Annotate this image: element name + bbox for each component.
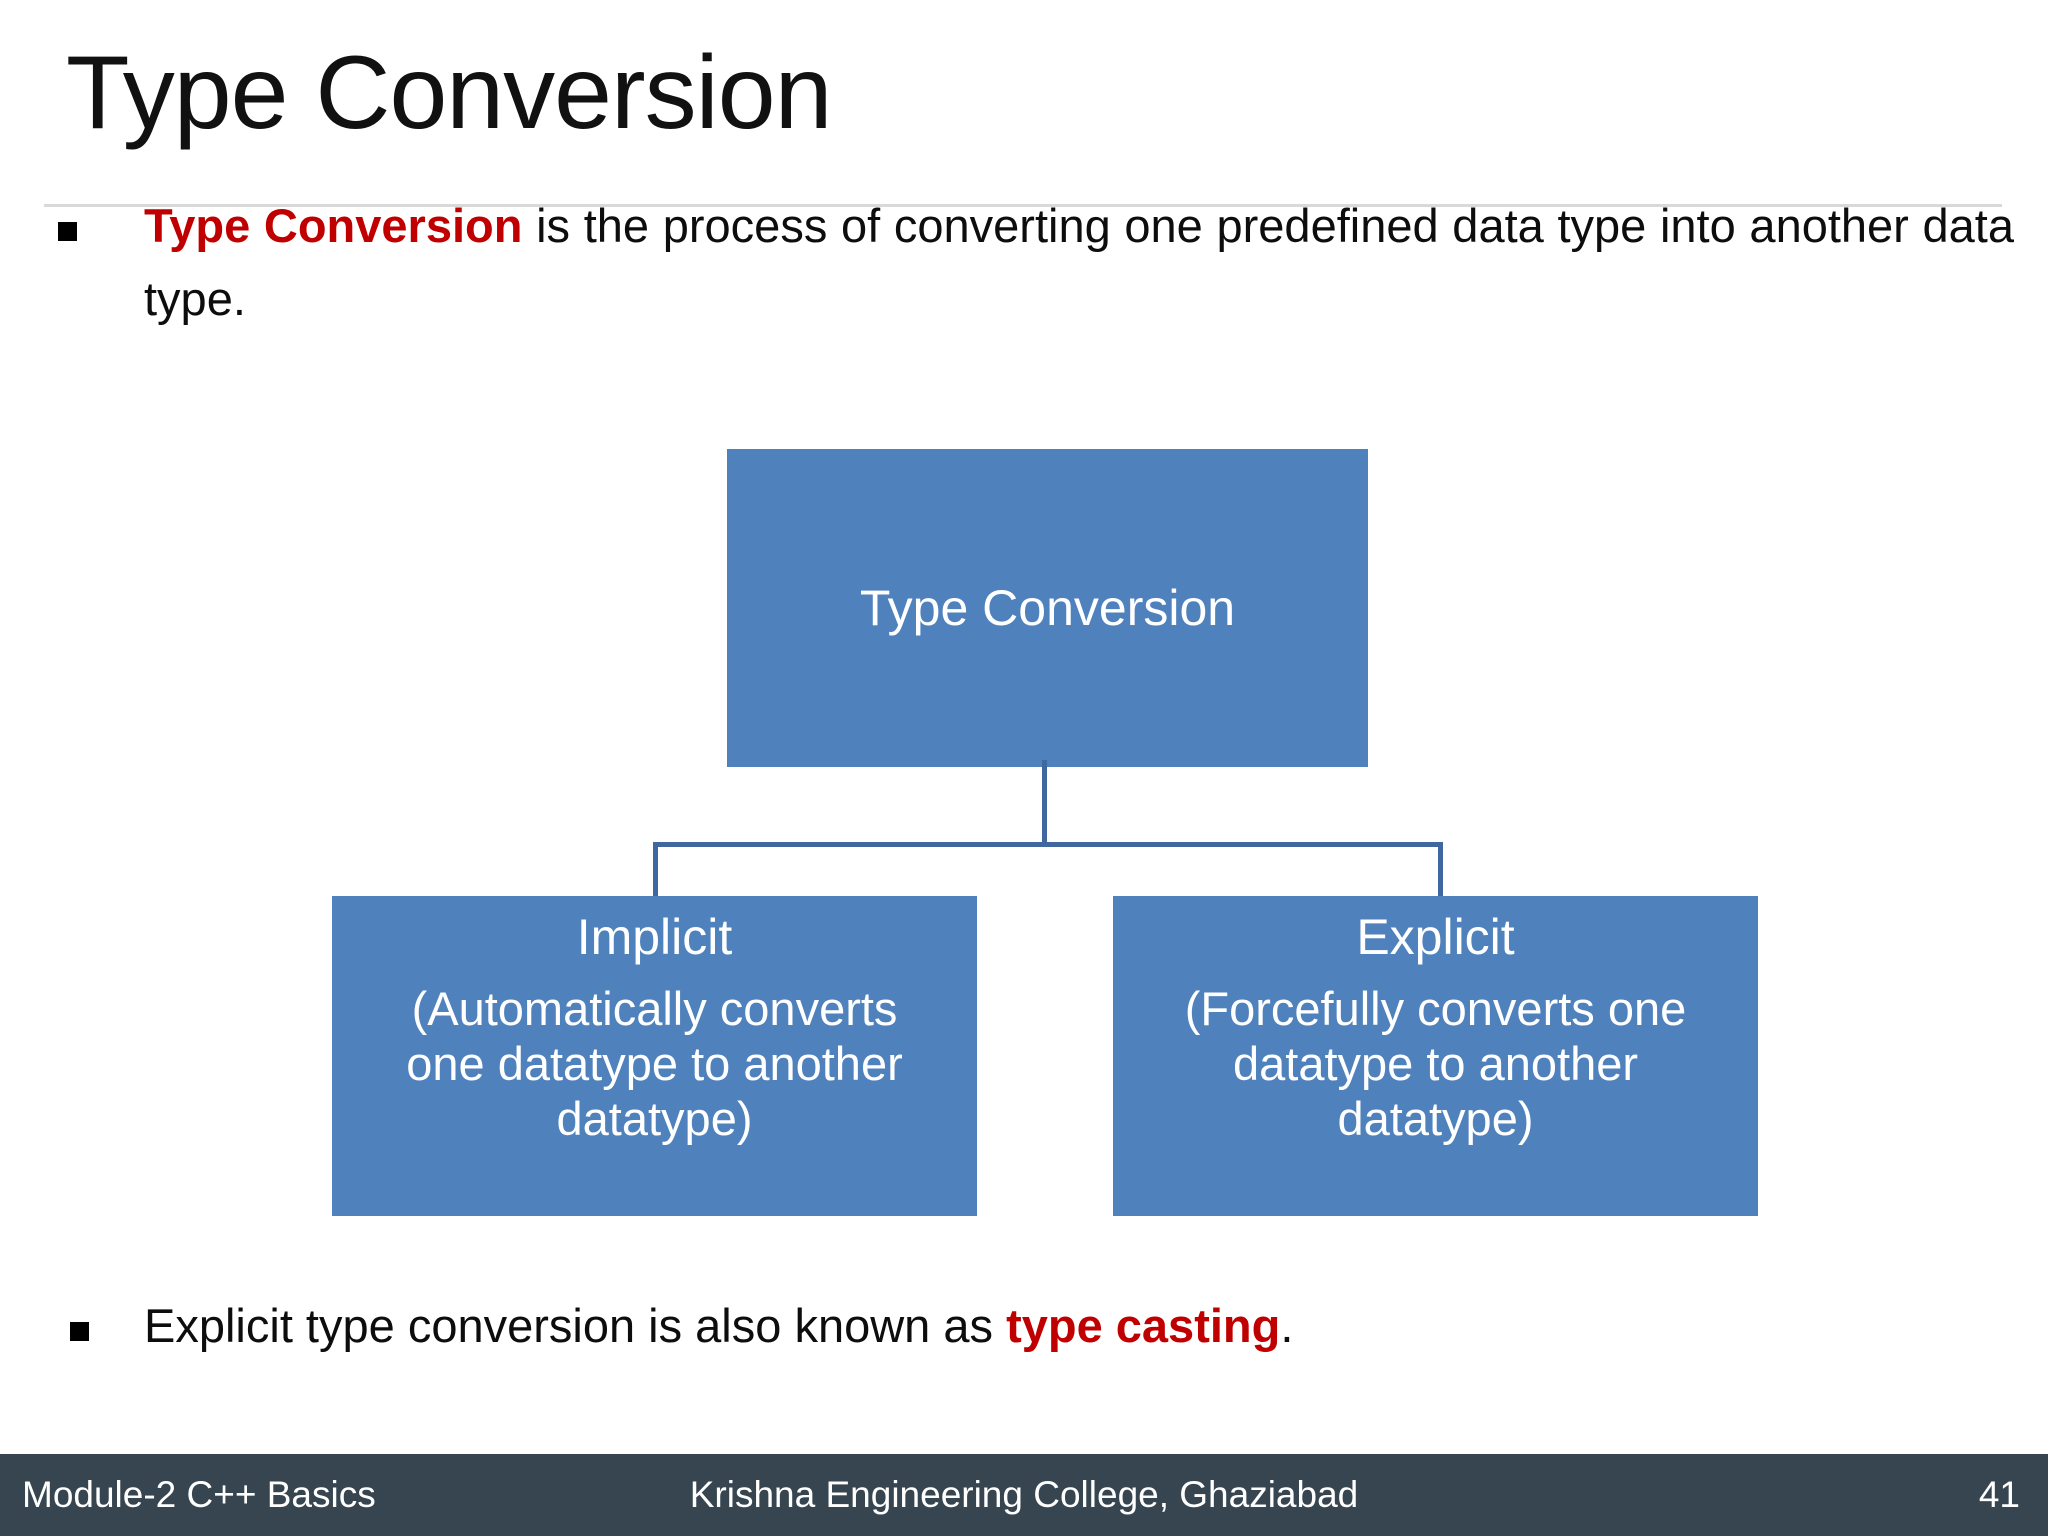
title-divider [44, 204, 2002, 207]
highlight-type-conversion: Type Conversion [144, 199, 523, 252]
diagram-node-implicit-label: Implicit [576, 909, 733, 965]
connector-left-vertical [653, 842, 658, 898]
diagram-node-implicit: Implicit (Automatically converts one dat… [332, 896, 977, 1216]
diagram-node-implicit-description: (Automatically converts one datatype to … [406, 981, 903, 1146]
connector-root-vertical [1042, 760, 1047, 845]
type-conversion-diagram: Type Conversion Implicit (Automatically … [332, 449, 1758, 1216]
bullet-item-definition: Type Conversion is the process of conver… [58, 190, 2014, 336]
connector-horizontal [653, 842, 1443, 847]
bullet-definition-rest: is the process of converting one predefi… [144, 199, 2014, 325]
bullet-definition-text: Type Conversion is the process of conver… [144, 190, 2014, 336]
square-bullet-icon [58, 222, 77, 241]
footer-module-label: Module-2 C++ Basics [22, 1474, 376, 1515]
diagram-node-root-label: Type Conversion [859, 579, 1236, 636]
diagram-node-root: Type Conversion [727, 449, 1368, 767]
bullet-typecasting-text: Explicit type conversion is also known a… [144, 1290, 2010, 1363]
diagram-node-explicit: Explicit (Forcefully converts one dataty… [1113, 896, 1758, 1216]
diagram-node-explicit-label: Explicit [1356, 909, 1515, 965]
connector-right-vertical [1438, 842, 1443, 898]
diagram-node-explicit-description: (Forcefully converts one datatype to ano… [1184, 981, 1687, 1146]
square-bullet-icon [70, 1322, 89, 1341]
bullet-typecasting-tail: . [1280, 1299, 1294, 1352]
slide-footer: Module-2 C++ Basics Krishna Engineering … [0, 1454, 2048, 1536]
bullet-item-typecasting: Explicit type conversion is also known a… [70, 1290, 2010, 1363]
highlight-type-casting: type casting [1006, 1299, 1281, 1352]
page-title: Type Conversion [66, 35, 832, 151]
bullet-typecasting-lead: Explicit type conversion is also known a… [144, 1299, 1007, 1352]
slide-number: 41 [1978, 1474, 2020, 1515]
footer-college-label: Krishna Engineering College, Ghaziabad [689, 1474, 1359, 1515]
